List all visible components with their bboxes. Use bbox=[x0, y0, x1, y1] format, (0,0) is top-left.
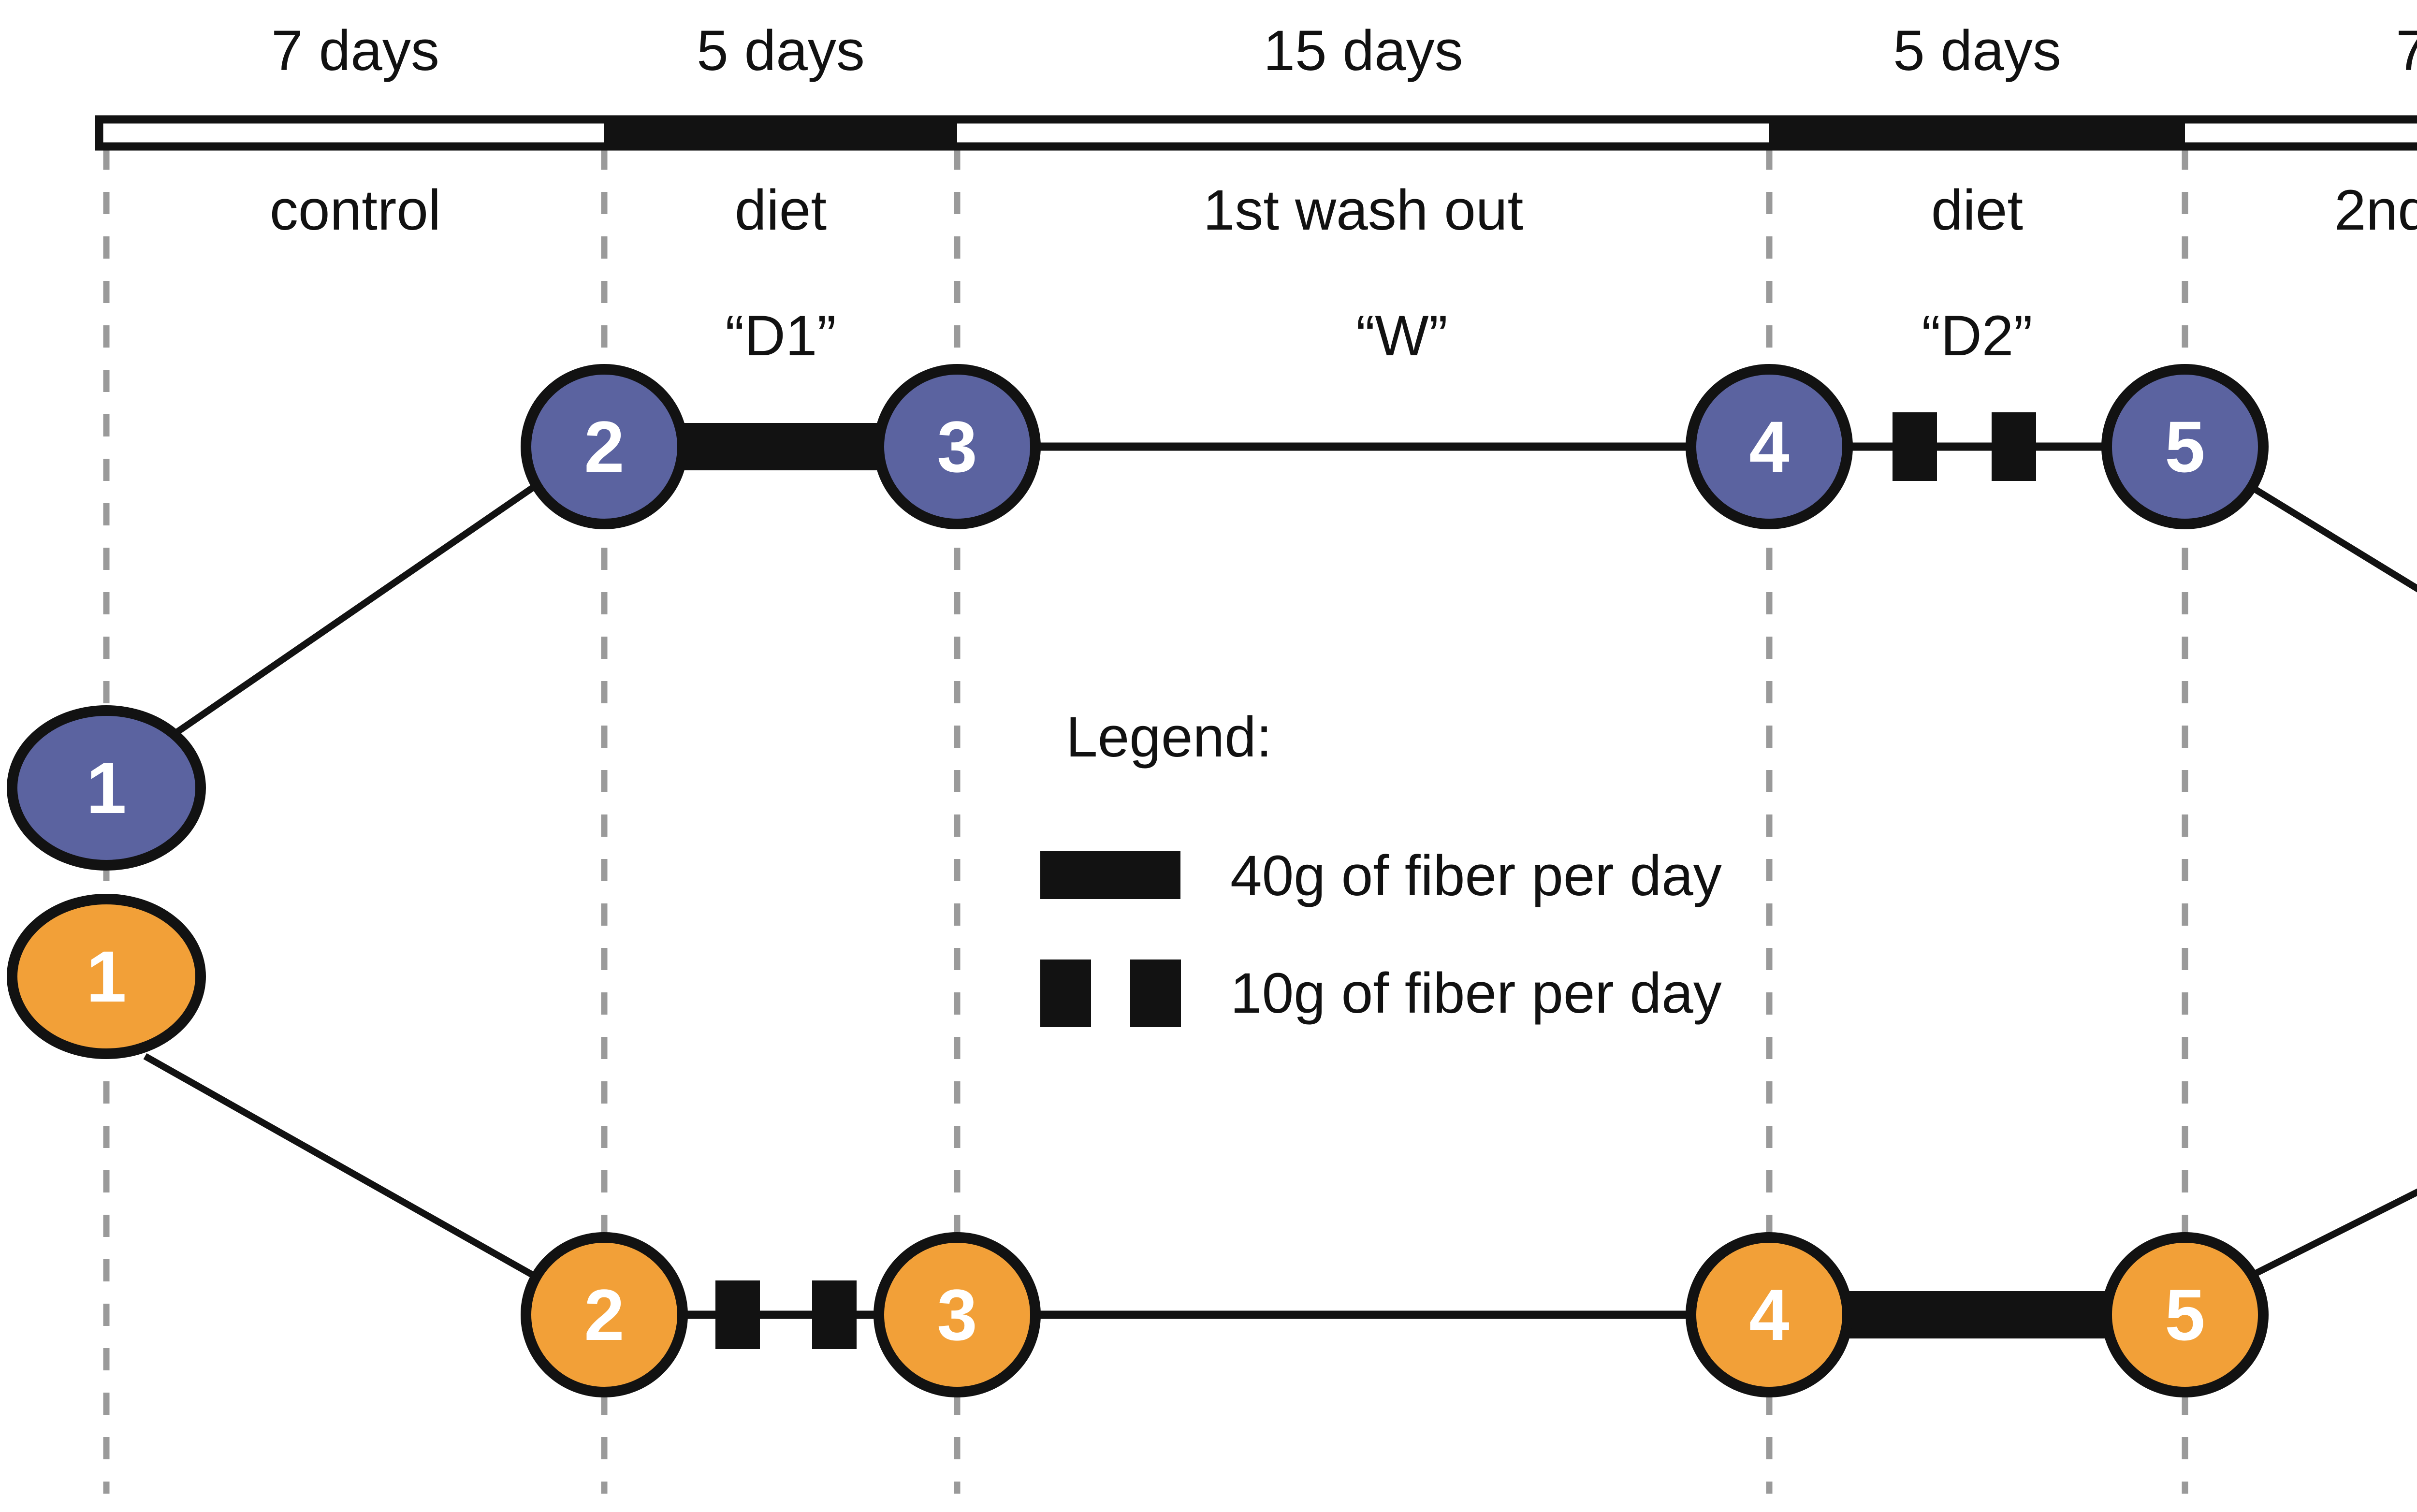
link-blue-4-5-dash-1 bbox=[1893, 412, 1937, 481]
node-orange-1[interactable]: 1 bbox=[7, 894, 206, 1059]
arm-blue-links bbox=[143, 412, 2417, 757]
timeline-segment-diet-1 bbox=[604, 116, 957, 150]
duration-label-0: 7 days bbox=[271, 19, 439, 83]
phase-code-d1: “D1” bbox=[725, 304, 836, 368]
duration-label-3: 5 days bbox=[1893, 19, 2061, 83]
legend-solid-swatch-icon bbox=[1040, 851, 1180, 899]
node-blue-2[interactable]: 2 bbox=[521, 364, 688, 529]
link-orange-2-3-dash-1 bbox=[715, 1280, 760, 1349]
timeline-segment-diet-2 bbox=[1769, 116, 2185, 150]
link-blue-5-6 bbox=[2243, 480, 2417, 593]
legend-dashed-swatch-icon-1 bbox=[1040, 960, 1091, 1027]
phase-label-washout-2: 2nd wash out bbox=[2334, 178, 2417, 242]
phase-code-d2: “D2” bbox=[1922, 304, 2033, 368]
duration-label-1: 5 days bbox=[697, 19, 865, 83]
node-orange-5[interactable]: 5 bbox=[2101, 1232, 2269, 1397]
node-blue-3[interactable]: 3 bbox=[874, 364, 1041, 529]
node-orange-2-label: 2 bbox=[584, 1274, 624, 1355]
node-blue-4[interactable]: 4 bbox=[1686, 364, 1853, 529]
node-blue-4-label: 4 bbox=[1749, 406, 1789, 487]
legend-title: Legend: bbox=[1066, 705, 1272, 769]
link-blue-1-2 bbox=[143, 480, 541, 757]
legend-item-10g-label: 10g of fiber per day bbox=[1230, 961, 1722, 1025]
duration-label-2: 15 days bbox=[1263, 19, 1463, 83]
node-blue-1-label: 1 bbox=[86, 747, 126, 829]
node-orange-4[interactable]: 4 bbox=[1686, 1232, 1853, 1397]
link-blue-2-3-solid-bar bbox=[674, 423, 892, 470]
node-blue-5-label: 5 bbox=[2165, 406, 2205, 487]
link-orange-5-6 bbox=[2243, 1188, 2417, 1282]
node-orange-5-label: 5 bbox=[2165, 1274, 2205, 1355]
duration-label-4: 7 days bbox=[2396, 19, 2417, 83]
arm-blue-nodes: 1 2 3 4 5 6 bbox=[7, 364, 2269, 871]
legend-dashed-swatch-icon-2 bbox=[1130, 960, 1181, 1027]
phase-label-control: control bbox=[269, 178, 441, 242]
node-blue-2-label: 2 bbox=[584, 406, 624, 487]
timeline-bar bbox=[95, 115, 2417, 151]
legend-item-40g-label: 40g of fiber per day bbox=[1230, 844, 1722, 908]
node-orange-3[interactable]: 3 bbox=[874, 1232, 1041, 1397]
link-orange-2-3-dash-2 bbox=[812, 1280, 857, 1349]
phase-label-diet-2: diet bbox=[1931, 178, 2024, 242]
phase-label-diet-1: diet bbox=[734, 178, 827, 242]
link-orange-4-5-solid-bar bbox=[1837, 1291, 2117, 1338]
link-blue-4-5-dash-2 bbox=[1992, 412, 2036, 481]
node-orange-1-label: 1 bbox=[86, 936, 126, 1017]
phase-code-w: “W” bbox=[1356, 304, 1448, 368]
arm-orange-links bbox=[143, 1053, 2417, 1349]
node-orange-2[interactable]: 2 bbox=[521, 1232, 688, 1397]
link-orange-1-2 bbox=[143, 1053, 541, 1282]
node-blue-5[interactable]: 5 bbox=[2101, 364, 2269, 529]
node-orange-3-label: 3 bbox=[937, 1274, 977, 1355]
legend-swatches bbox=[1040, 851, 1181, 1027]
phase-label-washout-1: 1st wash out bbox=[1203, 178, 1524, 242]
node-blue-1[interactable]: 1 bbox=[7, 705, 206, 871]
node-orange-4-label: 4 bbox=[1749, 1274, 1789, 1355]
arm-orange-nodes: 1 2 3 4 5 6 bbox=[7, 894, 2269, 1397]
node-blue-3-label: 3 bbox=[937, 406, 977, 487]
